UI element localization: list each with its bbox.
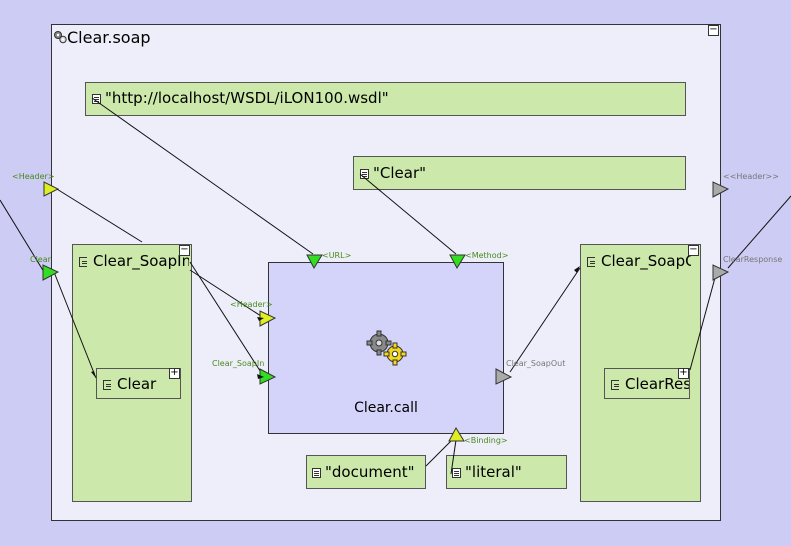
gears-icon — [53, 29, 67, 44]
label-call-soapin: Clear_SoapIn — [212, 359, 265, 368]
soapin-title-wrap: Clear_SoapIn — [79, 252, 189, 270]
wsdl-literal-label: "http://localhost/WSDL/iLON100.wsdl" — [105, 89, 389, 107]
struct-icon — [79, 257, 87, 267]
wire-left-edge — [0, 199, 45, 273]
wire-clear-child — [53, 271, 97, 379]
soapout-title: Clear_SoapOut — [601, 252, 691, 270]
struct-icon — [587, 257, 595, 267]
label-outer-clear-in: Clear — [30, 255, 51, 264]
port-outer-header-in — [43, 181, 60, 197]
call-node[interactable]: Clear.call — [268, 262, 504, 434]
wire-header-in-b — [189, 269, 265, 319]
soapout-title-wrap: Clear_SoapOut — [587, 252, 691, 270]
gears-icon — [363, 329, 411, 369]
struct-icon — [103, 380, 111, 390]
wire-wsdl-url — [91, 97, 314, 255]
soapin-title: Clear_SoapIn — [93, 252, 189, 270]
port-outer-header-out — [712, 181, 730, 198]
wire-right-edge — [727, 195, 791, 269]
port-call-binding — [448, 426, 465, 442]
port-call-method — [449, 254, 466, 270]
literal-literal-wrap: "literal" — [452, 463, 522, 481]
label-call-url: <URL> — [322, 251, 352, 260]
document-icon — [312, 468, 321, 478]
wire-response-out — [689, 273, 717, 371]
soapin-collapse-button[interactable]: − — [179, 244, 190, 256]
frame-title: Clear.soap — [53, 28, 151, 47]
frame-title-text: Clear.soap — [67, 28, 151, 47]
port-call-url — [306, 254, 323, 270]
literal-literal-node[interactable]: "literal" — [446, 455, 567, 489]
document-icon — [452, 468, 461, 478]
port-outer-clear-in — [42, 264, 60, 281]
soapout-child-expand-button[interactable]: + — [678, 367, 689, 379]
wire-header-in — [51, 185, 143, 243]
document-literal-label: "document" — [325, 463, 415, 481]
port-call-soapout — [495, 368, 513, 385]
port-outer-clear-response — [712, 264, 730, 281]
wire-soapout-call — [509, 267, 581, 373]
soapout-child-node[interactable]: ClearResponse — [604, 368, 690, 399]
label-outer-header-out: <<Header>> — [723, 172, 779, 181]
wire-method — [359, 173, 457, 255]
label-call-soapout: Clear_SoapOut — [506, 359, 566, 368]
frame-collapse-button[interactable]: − — [708, 24, 719, 36]
method-literal-label: "Clear" — [373, 164, 427, 182]
label-call-header: <Header> — [230, 300, 273, 309]
soapout-collapse-button[interactable]: − — [688, 244, 699, 256]
document-literal-node[interactable]: "document" — [306, 455, 426, 489]
soapout-child-label: ClearResponse — [625, 375, 689, 393]
label-call-binding: <Binding> — [464, 436, 508, 445]
wire-literal-binding — [450, 439, 457, 475]
label-outer-clear-response: ClearResponse — [723, 255, 783, 264]
document-icon — [92, 94, 101, 104]
soapin-child-wrap: Clear — [103, 375, 179, 393]
soapin-child-label: Clear — [117, 375, 157, 393]
wire-soapin-call — [189, 261, 265, 378]
document-literal-wrap: "document" — [312, 463, 414, 481]
call-label: Clear.call — [354, 400, 418, 416]
wsdl-literal-text-wrap: "http://localhost/WSDL/iLON100.wsdl" — [92, 89, 389, 107]
label-outer-header-in: <Header> — [12, 172, 55, 181]
soapout-child-wrap: ClearResponse — [611, 375, 689, 393]
literal-literal-label: "literal" — [465, 463, 522, 481]
struct-icon — [611, 380, 619, 390]
soapin-child-node[interactable]: Clear — [96, 368, 181, 399]
method-literal-node[interactable]: "Clear" — [353, 156, 686, 190]
soapin-child-expand-button[interactable]: + — [169, 367, 180, 379]
wsdl-literal-node[interactable]: "http://localhost/WSDL/iLON100.wsdl" — [85, 82, 686, 116]
wire-document-binding — [425, 439, 453, 467]
label-call-method: <Method> — [465, 251, 509, 260]
